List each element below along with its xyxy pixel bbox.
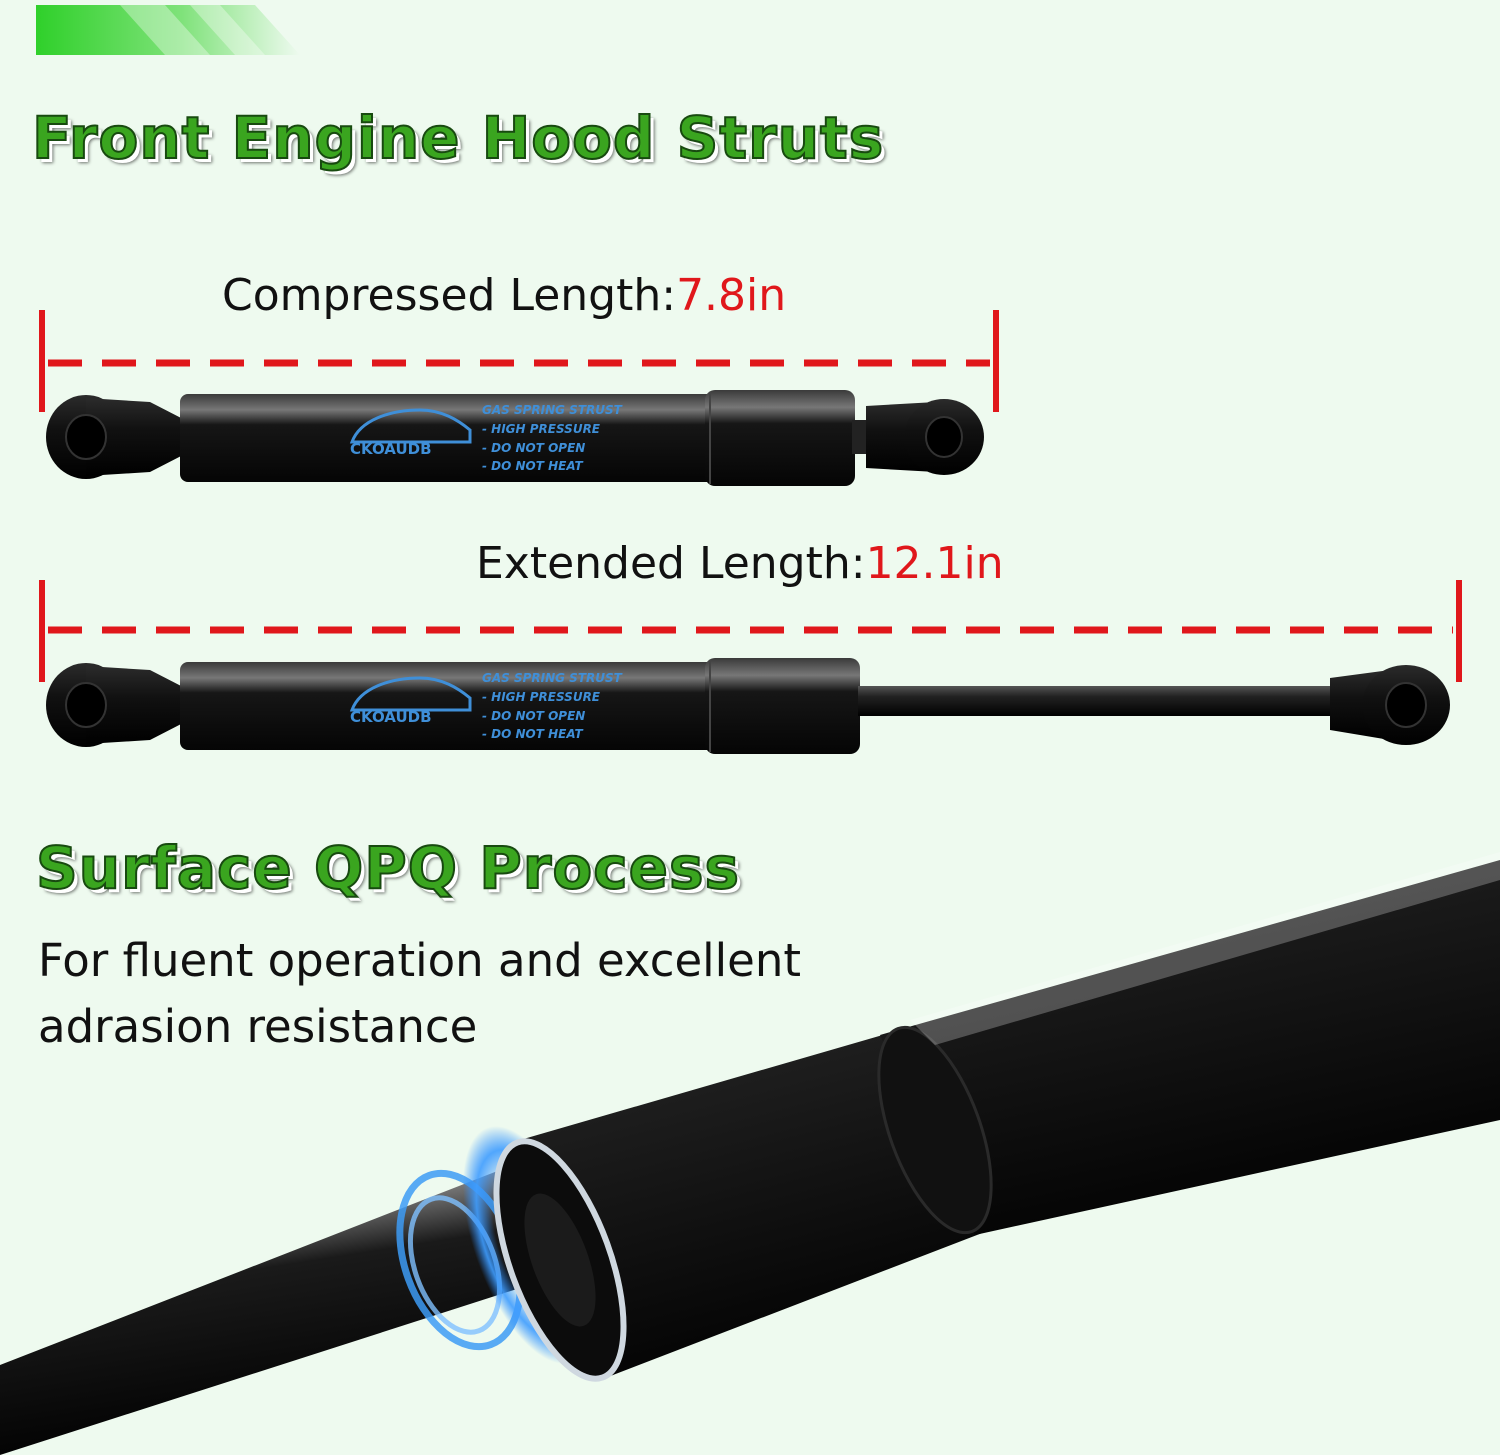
extended-gas-strut-image: CKOAUDB GAS SPRING STRUST - HIGH PRESSUR… — [46, 658, 1450, 754]
extended-length-value: 12.1in — [865, 538, 1004, 589]
compressed-length-value: 7.8in — [676, 270, 787, 321]
compressed-length-caption: Compressed Length: — [222, 270, 677, 321]
strut-brand-text: CKOAUDB — [350, 440, 432, 458]
compressed-length-label: Compressed Length:7.8in — [222, 270, 786, 321]
feature-description: For fluent operation and excellent adras… — [38, 928, 918, 1060]
heading-surface-qpq-process: Surface QPQ Process — [35, 833, 740, 903]
feature-description-line-2: adrasion resistance — [38, 1000, 478, 1053]
strut-label-title-2: GAS SPRING STRUST — [482, 671, 623, 685]
heading-front-engine-hood-struts: Front Engine Hood Struts — [31, 103, 885, 173]
feature-description-line-1: For fluent operation and excellent — [38, 934, 801, 987]
compressed-gas-strut-image: CKOAUDB GAS SPRING STRUST - HIGH PRESSUR… — [46, 390, 984, 486]
strut-brand-text-2: CKOAUDB — [350, 708, 432, 726]
strut-closeup-image — [0, 852, 1500, 1455]
extended-dimension-line — [39, 580, 1462, 682]
strut-label-warning-pressure: - HIGH PRESSURE — [482, 422, 601, 436]
strut-label-warning-open: - DO NOT OPEN — [482, 441, 585, 455]
strut-label-warning-open-2: - DO NOT OPEN — [482, 709, 585, 723]
corner-banner-decoration — [36, 5, 300, 55]
strut-label-warning-pressure-2: - HIGH PRESSURE — [482, 690, 601, 704]
strut-label-warning-heat-2: - DO NOT HEAT — [482, 727, 583, 741]
compressed-dimension-line — [39, 310, 999, 412]
extended-length-label: Extended Length:12.1in — [476, 538, 1004, 589]
strut-label-warning-heat: - DO NOT HEAT — [482, 459, 583, 473]
strut-label-title: GAS SPRING STRUST — [482, 403, 623, 417]
extended-length-caption: Extended Length: — [476, 538, 866, 589]
